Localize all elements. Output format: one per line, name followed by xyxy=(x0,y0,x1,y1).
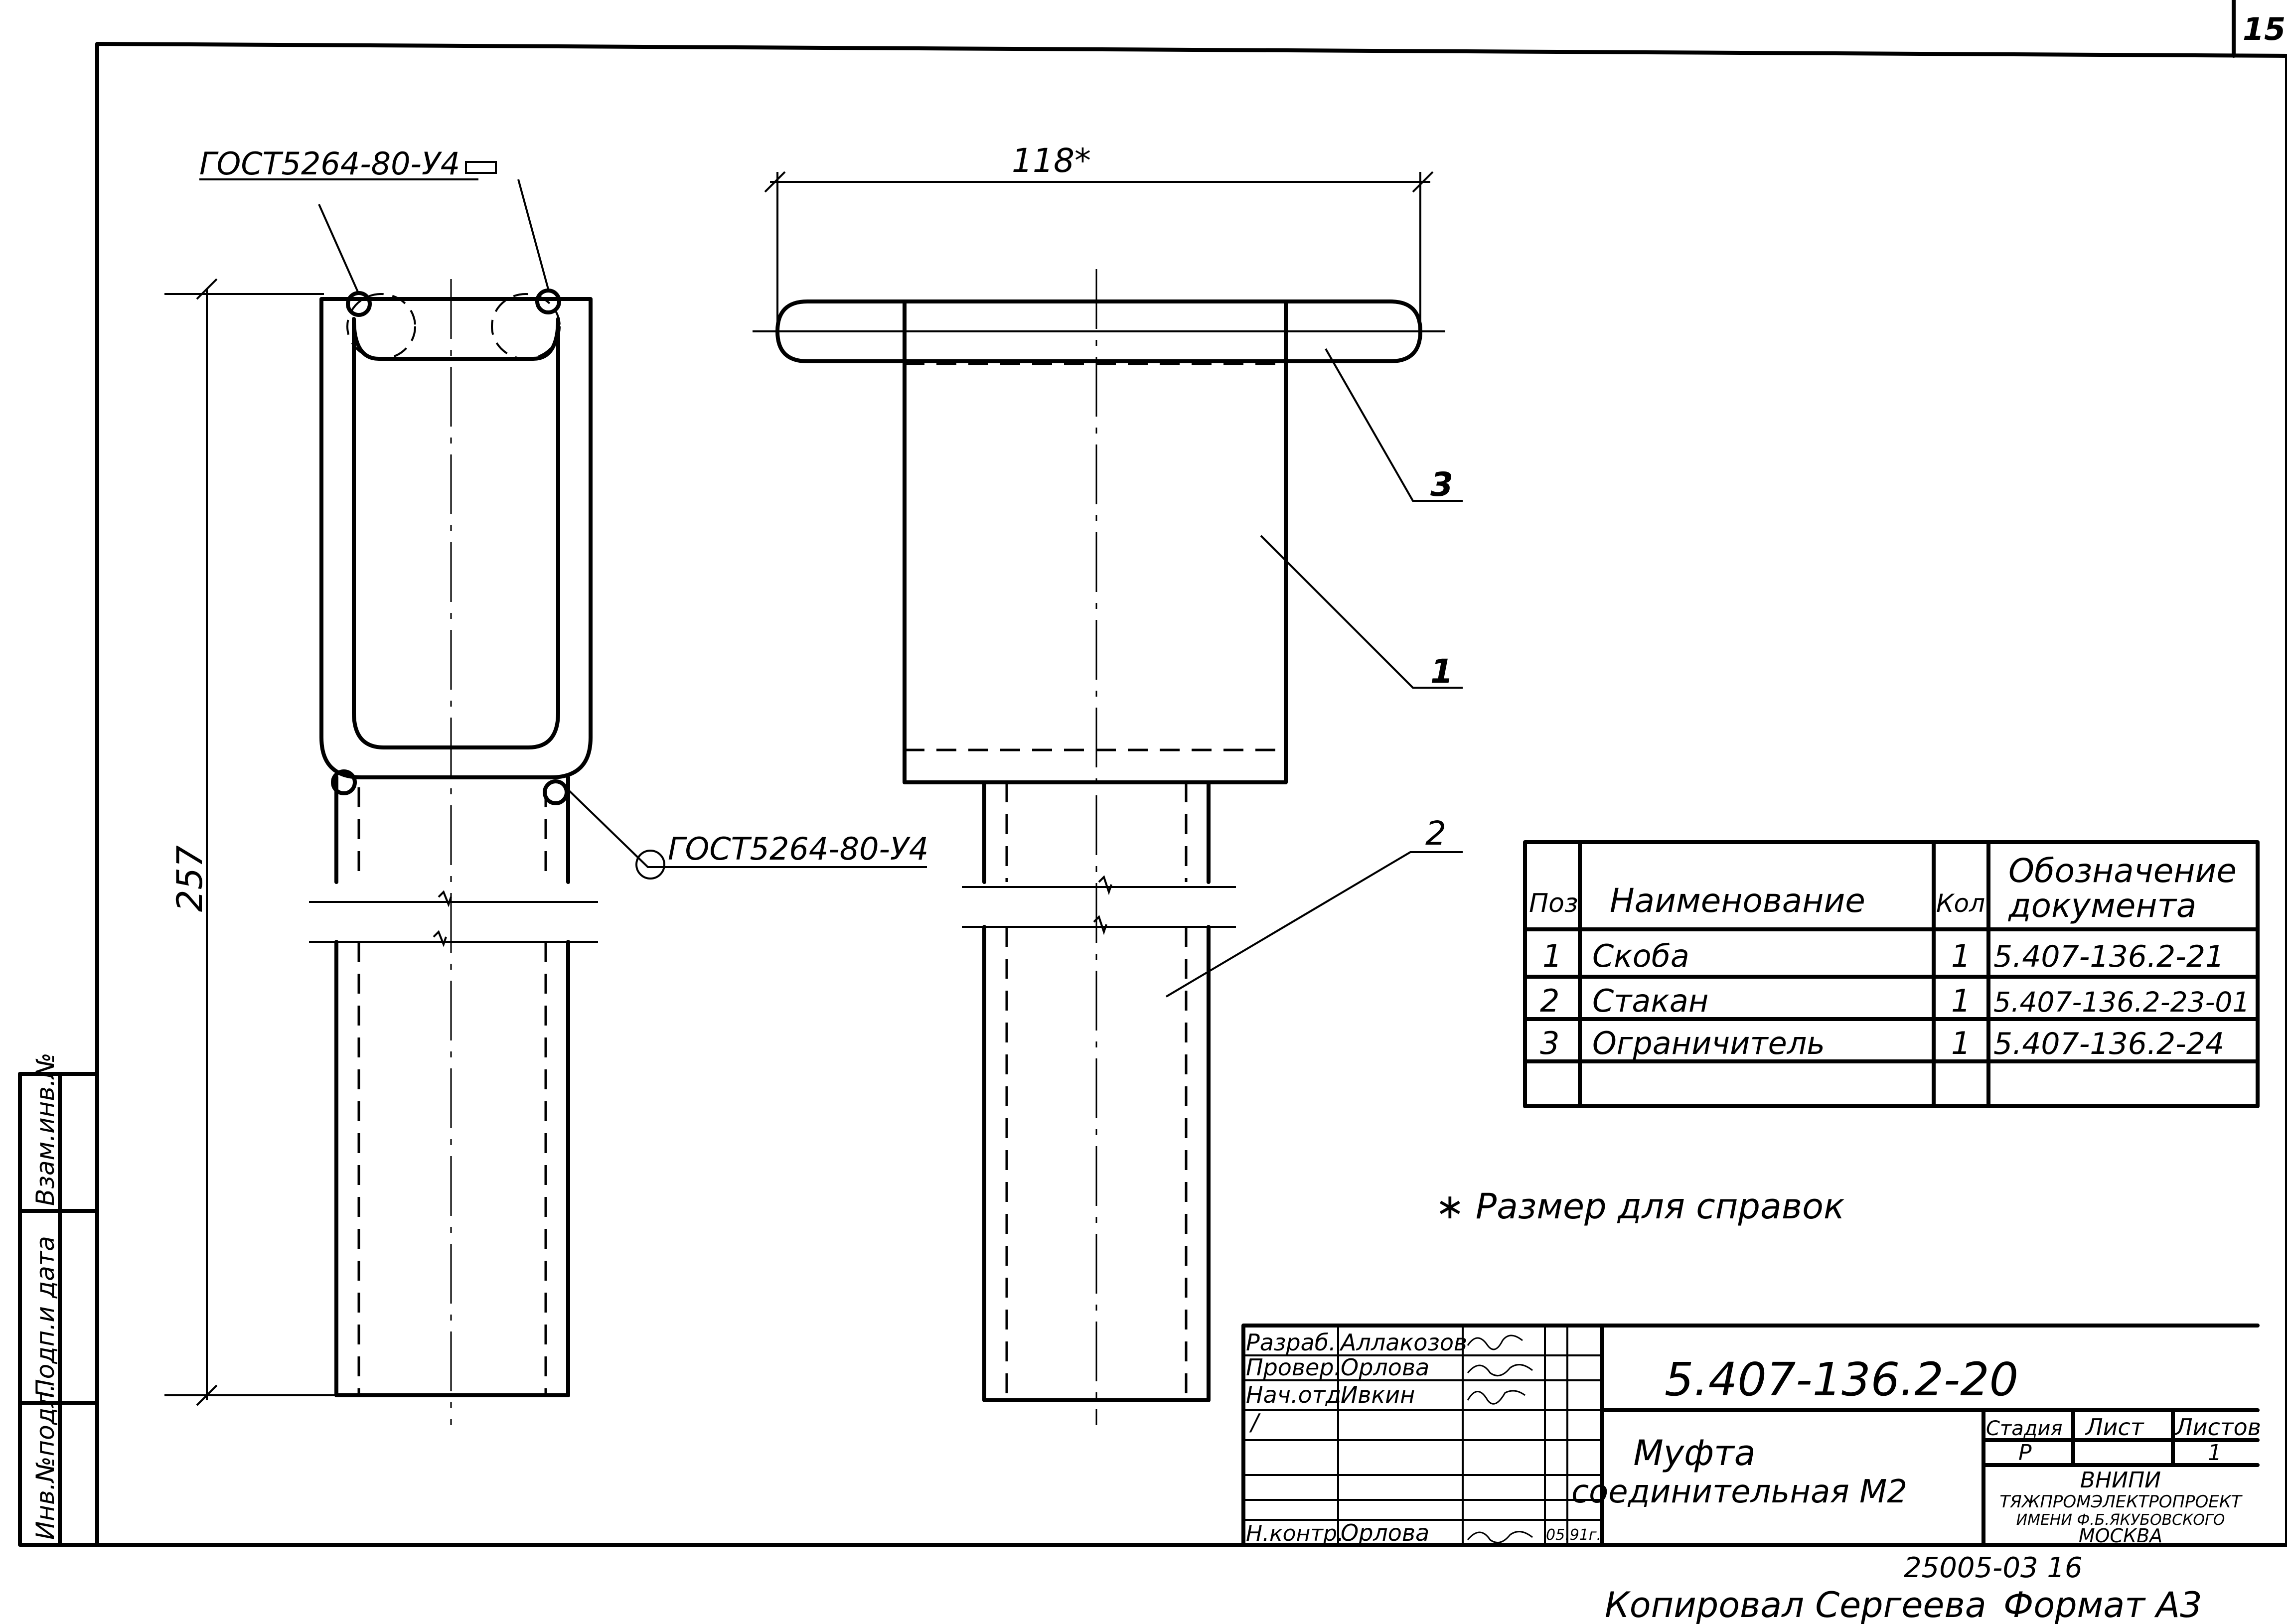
side-stamp-col1: Взам.инв.№ xyxy=(31,1052,60,1206)
leader-1-line xyxy=(1260,535,1463,689)
leader-2-line xyxy=(1165,851,1463,998)
bracket-inner xyxy=(352,317,560,749)
sheet-frame xyxy=(95,42,2287,1547)
org-line-3: ИМЕНИ Ф.Б.ЯКУБОВСКОГО xyxy=(2016,1511,2225,1529)
sheets-value: 1 xyxy=(2208,1440,2222,1466)
dim-257-line xyxy=(164,278,339,1406)
parts-header-qty: Кол. xyxy=(1936,889,1993,918)
weld-symbol xyxy=(535,289,561,314)
role-label: / xyxy=(1249,1409,1261,1436)
parts-row-doc: 5.407-136.2-21 xyxy=(1993,939,2224,974)
dim-118-line xyxy=(764,171,1434,329)
side-stamp-col3: Инв.№подл. xyxy=(31,1384,60,1540)
format: Формат А3 xyxy=(2003,1585,2202,1624)
role-name: Аллакозов xyxy=(1339,1329,1467,1356)
parts-row-qty: 1 xyxy=(1951,1025,1971,1061)
role-label: Провер. xyxy=(1246,1354,1341,1381)
signature xyxy=(1467,1364,1533,1377)
parts-header-pos: Поз xyxy=(1529,888,1578,918)
weld-mark-top xyxy=(465,161,497,174)
org-line-2: ТЯЖПРОМЭЛЕКТРОПРОЕКТ xyxy=(1999,1492,2243,1512)
reference-note: ∗ Размер для справок xyxy=(1435,1186,1844,1227)
sleeve-left-lower xyxy=(334,940,570,1397)
leader-3-line xyxy=(1325,348,1463,502)
role-name: Ивкин xyxy=(1341,1381,1415,1408)
break-lines xyxy=(309,901,598,943)
org-line-4: МОСКВА xyxy=(2079,1525,2162,1547)
parts-row-name: Стакан xyxy=(1592,983,1708,1019)
parts-row-doc: 5.407-136.2-24 xyxy=(1993,1027,2224,1061)
weld-symbol xyxy=(543,779,569,805)
weld-leader-bottom xyxy=(565,786,927,868)
signature xyxy=(1467,1531,1533,1544)
bar-section-right xyxy=(491,293,561,360)
dim-257: 257 xyxy=(169,845,210,912)
norm-control-name: Орлова xyxy=(1341,1519,1429,1546)
role-label: Разраб. xyxy=(1246,1329,1336,1356)
sheet-number: 15 xyxy=(2243,11,2286,47)
weld-label-bottom: ГОСТ5264-80-У4 xyxy=(668,831,928,867)
parts-row-name: Ограничитель xyxy=(1592,1025,1825,1061)
copied-by: Копировал Сергеева xyxy=(1605,1585,1986,1624)
signature xyxy=(1467,1390,1525,1405)
leader-1-label: 1 xyxy=(1430,652,1453,691)
pipe-lower xyxy=(982,925,1211,1402)
leader-2-label: 2 xyxy=(1425,814,1446,853)
bar-section-left xyxy=(346,293,416,360)
stage-value: Р xyxy=(2018,1440,2032,1466)
parts-header-doc-2: документа xyxy=(2008,886,2196,925)
weld-symbol xyxy=(346,291,372,317)
parts-header-doc-1: Обозначение xyxy=(2008,852,2237,890)
sleeve-inner xyxy=(357,787,547,1395)
parts-row-pos: 3 xyxy=(1540,1025,1559,1061)
weld-leader-top xyxy=(199,178,549,295)
left-view: 257 ГОСТ5264-80-У4 ГОСТ5264-80-У4 xyxy=(164,146,928,1425)
sheets-label: Листов xyxy=(2174,1414,2261,1441)
limiter-ring xyxy=(775,299,1422,363)
title-block-rows xyxy=(1243,1326,1602,1545)
pipe-inner xyxy=(1005,782,1188,1400)
break-lines xyxy=(962,886,1236,928)
drawing-number: 5.407-136.2-20 xyxy=(1665,1353,2018,1406)
weld-label-top: ГОСТ5264-80-У4 xyxy=(199,146,460,182)
parts-row-name: Скоба xyxy=(1592,938,1689,974)
sleeve-body xyxy=(903,299,1288,784)
title-block-grid xyxy=(1241,1324,2260,1547)
sheet-label: Лист xyxy=(2085,1414,2144,1441)
dim-118: 118* xyxy=(1012,142,1091,180)
sleeve-left-upper xyxy=(334,775,570,884)
role-name: Орлова xyxy=(1341,1354,1429,1381)
side-stamp: Взам.инв.№ Подп.и дата Инв.№подл. xyxy=(18,1052,99,1547)
front-view: 118* 3 1 2 xyxy=(753,142,1463,1425)
norm-control-date: 05.91г. xyxy=(1546,1526,1601,1544)
pipe-upper xyxy=(982,780,1211,884)
stage-label: Стадия xyxy=(1986,1417,2062,1440)
parts-table-grid xyxy=(1523,840,2260,1108)
parts-table: Поз Наименование Кол. Обозначение докуме… xyxy=(1523,840,2260,1108)
norm-control-label: Н.контр. xyxy=(1246,1521,1344,1546)
parts-row-doc: 5.407-136.2-23-01 xyxy=(1993,986,2250,1018)
break-mark xyxy=(433,890,452,947)
role-label: Нач.отд. xyxy=(1246,1381,1349,1408)
sleeve-dashed xyxy=(905,362,1286,751)
archive-number: 25005-03 16 xyxy=(1904,1552,2083,1584)
org-line-1: ВНИПИ xyxy=(2080,1468,2161,1493)
parts-header-name: Наименование xyxy=(1610,882,1865,920)
side-stamp-grid xyxy=(18,1072,99,1547)
side-stamp-col2: Подп.и дата xyxy=(31,1236,60,1398)
weld-symbol xyxy=(331,769,357,795)
signature xyxy=(1467,1334,1523,1350)
parts-row-qty: 1 xyxy=(1951,983,1971,1019)
weld-circle-symbol xyxy=(635,850,665,880)
title-line-2: соединительная М2 xyxy=(1571,1474,1907,1510)
leader-3-label: 3 xyxy=(1430,465,1453,504)
parts-row-pos: 1 xyxy=(1542,938,1562,974)
parts-row-qty: 1 xyxy=(1951,938,1971,974)
parts-row-pos: 2 xyxy=(1540,983,1559,1019)
title-block: Разраб. Аллакозов Провер. Орлова Нач.отд… xyxy=(1241,1324,2261,1547)
title-line-1: Муфта xyxy=(1633,1433,1755,1474)
bracket-outer xyxy=(319,297,593,779)
